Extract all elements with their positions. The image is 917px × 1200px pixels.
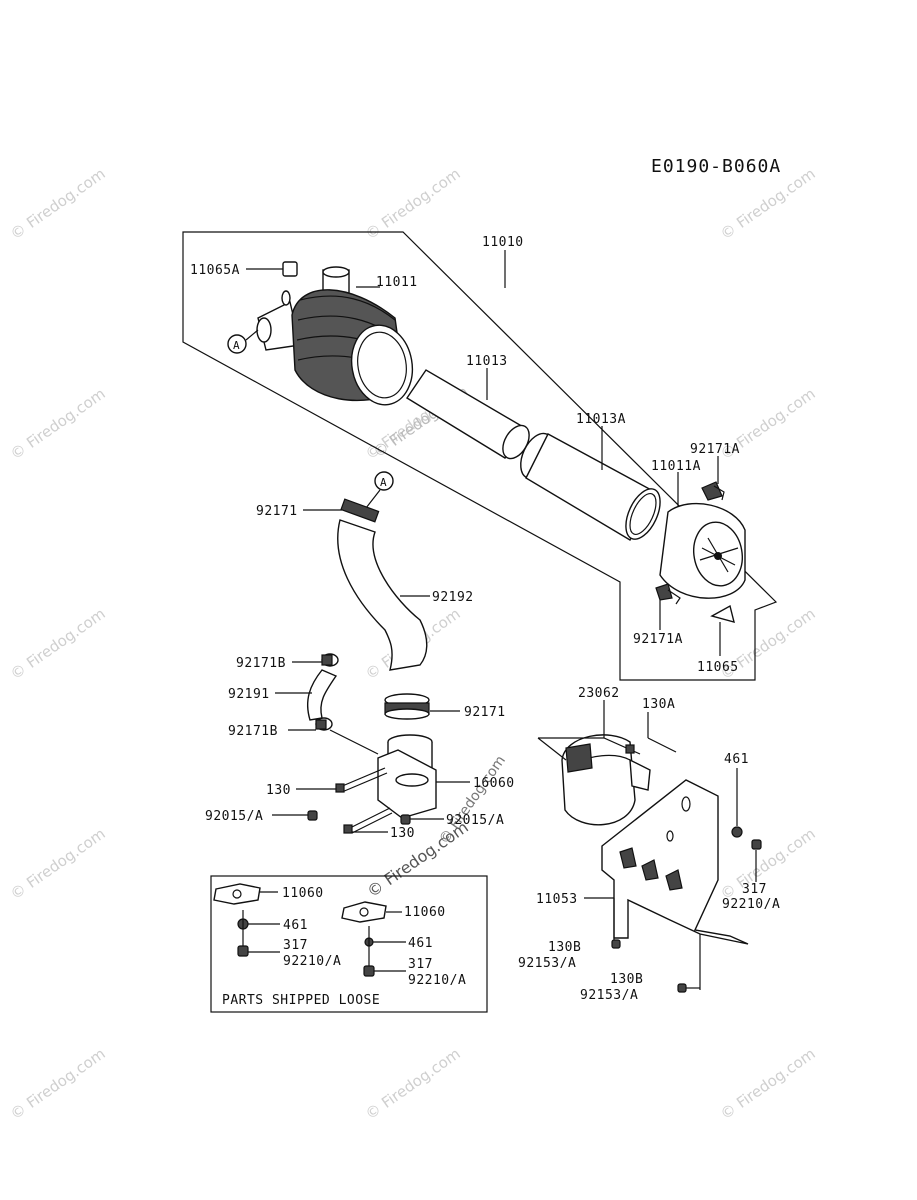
marker-a-label: A [233,339,240,352]
hose-92191 [306,669,338,721]
label-92191: 92191 [228,687,270,702]
bolt-130-a [335,767,388,793]
label-461-right: 461 [724,752,749,767]
shroud-band-23062 [561,734,651,826]
air-cleaner-housing-11011 [256,266,414,406]
nut-317-right-loose [363,965,375,977]
clamp-92171A-bottom [655,583,681,605]
label-92210A-right: 92210/A [722,897,780,912]
nut-130A [625,744,635,754]
cap-11065A [282,261,298,277]
leader-line [647,737,677,753]
label-130B-right: 130B [610,972,643,987]
label-130-a: 130 [266,783,291,798]
label-461-left: 461 [283,918,308,933]
label-130B-left: 130B [548,940,581,955]
valve-11065 [710,604,735,623]
label-11060-right: 11060 [404,905,446,920]
label-130A: 130A [642,697,675,712]
label-11065A: 11065A [190,263,240,278]
label-92171A-bottom: 92171A [633,632,683,647]
label-92210A-left: 92210/A [283,954,341,969]
leader-line [329,729,379,755]
clamp-92171-top [340,498,380,523]
marker-a-lower-label: A [380,476,387,489]
label-92171B-top: 92171B [236,656,286,671]
label-11065: 11065 [697,660,739,675]
label-11011: 11011 [376,275,418,290]
clamp-92171B-bottom [315,717,333,731]
nut-92015A-left [307,810,318,821]
parts-shipped-loose-title: PARTS SHIPPED LOOSE [222,993,380,1008]
outer-element-11013A [520,432,661,541]
label-92171B-bottom: 92171B [228,724,278,739]
label-92210A-right-loose: 92210/A [408,973,466,988]
label-92153A-left: 92153/A [518,956,576,971]
label-11013: 11013 [466,354,508,369]
reference-marker-a [227,334,247,354]
watermark: © Firedog.com [717,1045,819,1124]
label-92171-mid: 92171 [464,705,506,720]
clamp-92171-mid [384,693,430,720]
watermark: © Firedog.com [7,605,109,684]
assembly-bracket [182,231,778,681]
label-92171A-top: 92171A [690,442,740,457]
label-92015A-left: 92015/A [205,809,263,824]
watermark: © Firedog.com [7,385,109,464]
gasket-11060-right [341,901,387,923]
watermark: © Firedog.com [7,165,109,244]
watermark: © Firedog.com [436,753,509,847]
label-11060-left: 11060 [282,886,324,901]
watermark: © Firedog.com [7,1045,109,1124]
intake-elbow-16060 [377,734,437,819]
nut-317-right [751,839,762,850]
label-11011A: 11011A [651,459,701,474]
gasket-11060-left [213,883,261,905]
parts-shipped-loose-box: 11060 461 317 92210/A 11060 461 317 9221… [210,875,488,1013]
label-11013A: 11013A [576,412,626,427]
clamp-92171B-top [321,653,339,667]
label-16060: 16060 [473,776,515,791]
watermark: © Firedog.com [7,825,109,904]
label-11010: 11010 [482,235,524,250]
hose-92192 [337,519,428,671]
diagram-code: E0190-B060A [651,156,781,177]
label-461-right-loose: 461 [408,936,433,951]
label-92192: 92192 [432,590,474,605]
label-130-b: 130 [390,826,415,841]
watermark: © Firedog.com [717,825,819,904]
watermark: © Firedog.com [362,1045,464,1124]
nut-92015A-right [400,814,411,825]
bolt-130-b [343,807,393,834]
nut-317-left [237,945,249,957]
leader-line [245,329,259,341]
bolt-130B-left [611,939,621,949]
washer-461-right [731,826,743,838]
label-92171-top: 92171 [256,504,298,519]
label-317-right-loose: 317 [408,957,433,972]
clamp-92171A-top [701,481,725,501]
reference-marker-a-lower [374,471,394,491]
inner-element-11013 [406,369,530,460]
cover-11011A [659,502,746,599]
label-317-right: 317 [742,882,767,897]
label-92015A-right: 92015/A [446,813,504,828]
label-11053: 11053 [536,892,578,907]
leader-line [365,489,381,509]
bolt-130B-right [677,983,687,993]
label-317-left: 317 [283,938,308,953]
label-92153A-right: 92153/A [580,988,638,1003]
label-23062: 23062 [578,686,620,701]
